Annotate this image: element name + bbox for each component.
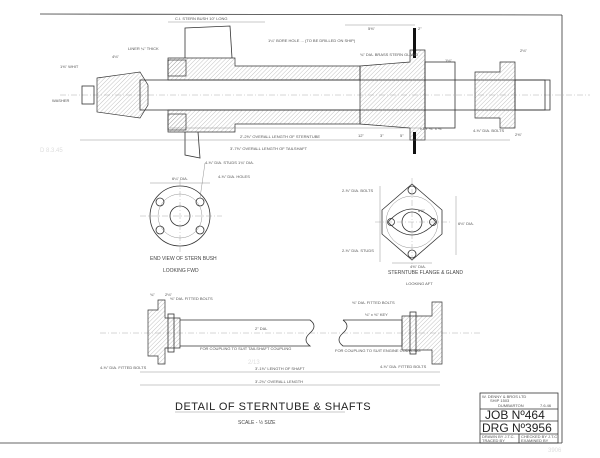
dim-label: 12" bbox=[358, 133, 364, 138]
stern-bush-label: C.I. STERN BUSH 10" LONG bbox=[175, 16, 228, 21]
flange-stud-note: 2-⅜" DIA. STUDS bbox=[342, 248, 374, 253]
right-bolts-note: 4-⅜" DIA. FITTED BOLTS bbox=[380, 364, 427, 369]
coupling-bolts-label: 4-⅜" DIA. BOLTS bbox=[473, 128, 504, 133]
dim-label: 2⅜" bbox=[515, 132, 523, 137]
drawing-frame bbox=[0, 13, 563, 444]
title-block-date: 7.6.46 bbox=[540, 403, 552, 408]
pencil-note: 2/13 bbox=[248, 360, 260, 366]
drawn-by: DRAWN BY J.T.C. bbox=[482, 434, 515, 439]
gland-label: ¾" DIA. BRASS STERN GLAND bbox=[360, 52, 418, 57]
end-view-bolt-note: 4-⅜" DIA. STUDS 1¾" DIA. bbox=[205, 160, 254, 165]
title-block-company: W. DENNY & BROS LTD bbox=[482, 394, 526, 399]
intermediate-shaft-view bbox=[100, 299, 480, 386]
left-bolts-note: 4-⅜" DIA. FITTED BOLTS bbox=[100, 365, 147, 370]
title-block-ship: SHIP 1503 bbox=[490, 398, 510, 403]
end-view-diameter: 6¼" DIA. bbox=[172, 176, 188, 181]
dim-label: ¾" bbox=[150, 292, 155, 297]
shaft-length-label: 3'-1⅝" LENGTH OF SHAFT bbox=[255, 366, 305, 371]
flange-height: 6⅛" DIA. bbox=[458, 221, 474, 226]
traced-by: TRACED BY bbox=[482, 438, 505, 443]
flange-view-looking: LOOKING AFT bbox=[406, 281, 433, 286]
stern-bush-end-view bbox=[140, 162, 222, 252]
nut bbox=[81, 85, 95, 105]
shaft-dia-label: 2" DIA. bbox=[255, 326, 268, 331]
key-label: KEY ⅛" x ⅜" bbox=[420, 126, 443, 131]
examined-by: EXAMINED BY bbox=[521, 438, 549, 443]
sternpost-note: 1¼" BORE HOLE ... (TO BE DRILLED ON SHIP… bbox=[268, 38, 356, 43]
dim-label: 5" bbox=[400, 133, 404, 138]
overall-length-label: 3'-2¾" OVERALL LENGTH bbox=[255, 379, 303, 384]
dim-label: 3" bbox=[380, 133, 384, 138]
title-block bbox=[479, 392, 559, 444]
flange-view-caption: STERNTUBE FLANGE & GLAND bbox=[388, 270, 463, 276]
dim-label: 1⅛" bbox=[445, 58, 453, 63]
checked-by: CHECKED BY J.T.C. bbox=[521, 434, 558, 439]
tailshaft-section-view bbox=[60, 21, 590, 159]
right-bolt-label: ⅜" DIA. FITTED BOLTS bbox=[352, 300, 395, 305]
drawing-number: DRG Nº3956 bbox=[482, 421, 552, 435]
propeller-boss bbox=[96, 71, 149, 119]
drawing-scale: SCALE - ½ SIZE bbox=[238, 419, 276, 426]
pencil-note: 3906 bbox=[548, 448, 562, 454]
dim-label: 2⅛" bbox=[520, 48, 528, 53]
end-view-caption: END VIEW OF STERN BUSH bbox=[150, 256, 217, 262]
job-number: JOB Nº464 bbox=[485, 408, 545, 422]
drawing-title: DETAIL OF STERNTUBE & SHAFTS bbox=[175, 401, 371, 413]
title-block-location: DUMBARTON bbox=[498, 403, 524, 408]
liner-label: LINER ¼" THICK bbox=[128, 46, 159, 51]
tailshaft-length-label: 3'-7⅝" OVERALL LENGTH OF TAILSHAFT bbox=[230, 146, 308, 151]
right-coupling-note: FOR COUPLING TO SUIT ENGINE COUPLING bbox=[335, 348, 421, 353]
dim-label: 2⅛" bbox=[165, 292, 173, 297]
bulkhead-mark bbox=[413, 28, 416, 58]
sterntube-length-label: 2'-2⅝" OVERALL LENGTH OF STERNTUBE bbox=[240, 134, 320, 139]
left-bolt-label: ⅜" DIA. FITTED BOLTS bbox=[170, 296, 213, 301]
left-coupling-note: FOR COUPLING TO SUIT TAILSHAFT COUPLING bbox=[200, 346, 291, 351]
sterntube-flange-view bbox=[375, 178, 457, 266]
flange-bolt-note: 2-⅝" DIA. BOLTS bbox=[342, 188, 373, 193]
coupling-half bbox=[474, 61, 516, 129]
nut-label: 1⅜" WHIT bbox=[60, 64, 79, 69]
keyway-label: ⅛" x ⅜" KEY bbox=[365, 312, 388, 317]
pencil-note: D 8.3.45 bbox=[40, 148, 63, 154]
dim-label: 2" bbox=[418, 26, 422, 31]
end-view-looking: LOOKING FWD bbox=[163, 268, 199, 274]
dim-label: 4⅛" bbox=[112, 54, 120, 59]
flange-width: 4⅝" DIA. bbox=[410, 264, 426, 269]
washer-label: WASHER bbox=[52, 98, 70, 103]
dim-label: 5⅝" bbox=[368, 26, 376, 31]
flange-pcd: 6⅜" bbox=[418, 208, 426, 213]
end-view-holes-note: 4-⅜" DIA. HOLES bbox=[218, 174, 250, 179]
